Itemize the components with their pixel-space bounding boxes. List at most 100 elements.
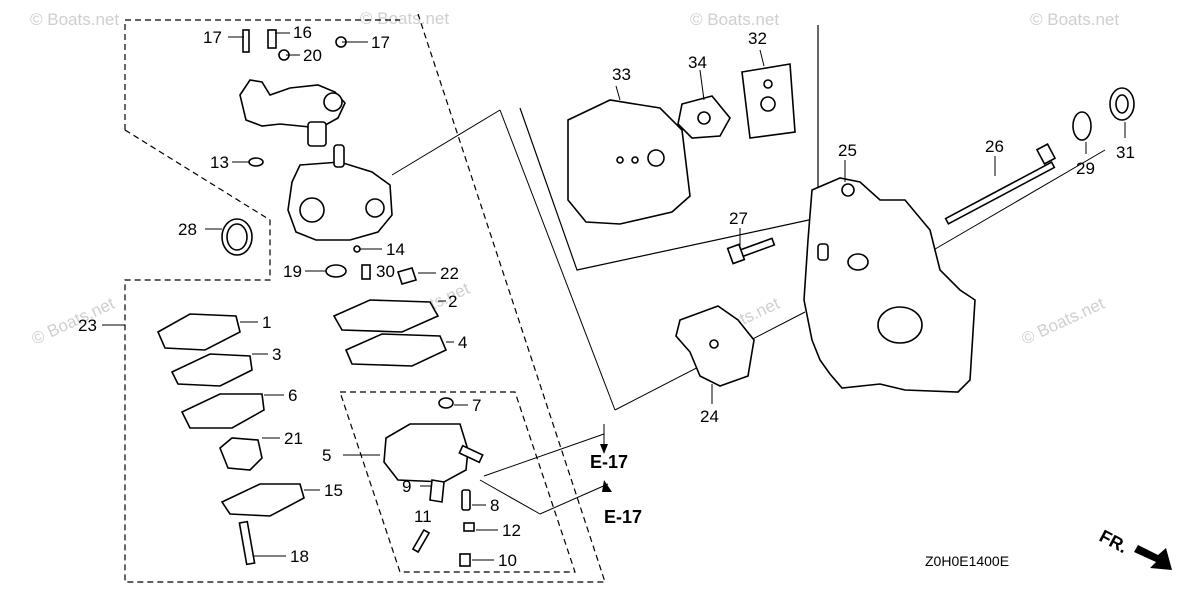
- reference-arrows: [479, 424, 612, 515]
- gasket-1: [156, 313, 241, 351]
- arrow-head: [600, 444, 608, 454]
- arrow-head: [602, 480, 612, 492]
- callout-32: 32: [748, 29, 767, 48]
- bracket-port: [847, 253, 869, 271]
- callout-17: 17: [371, 33, 390, 52]
- gasket-group-boundary: [519, 25, 819, 271]
- pin-11: [411, 528, 431, 554]
- callout-25: 25: [838, 141, 857, 160]
- watermark: © Boats.net: [30, 10, 119, 29]
- gasket-33-hole-small: [616, 156, 624, 164]
- pin-30: [361, 264, 371, 280]
- carburetor-body-5: [383, 423, 469, 483]
- bolt-26-head: [1035, 143, 1057, 165]
- choke-lever-bracket: [239, 79, 346, 129]
- diaphragm-3: [170, 353, 253, 387]
- callout-22: 22: [440, 264, 459, 283]
- front-direction-indicator: FR.: [1096, 526, 1172, 570]
- leader-line: [391, 109, 501, 176]
- callout-8: 8: [490, 496, 499, 515]
- gasket-24-hole: [709, 339, 719, 349]
- bracket-chamber: [877, 306, 923, 344]
- leader-line: [499, 109, 616, 411]
- callout-31: 31: [1116, 143, 1135, 162]
- screw-19: [325, 264, 347, 278]
- callout-18: 18: [290, 547, 309, 566]
- callout-1: 1: [262, 313, 271, 332]
- gasket-33-hole-small: [631, 156, 639, 164]
- reference-e17-lower[interactable]: E-17: [604, 507, 642, 527]
- bracket-body: [803, 177, 976, 393]
- callout-12: 12: [502, 521, 521, 540]
- group-boundaries: [124, 13, 1106, 583]
- jet-14: [353, 245, 361, 253]
- watermark: © Boats.net: [1030, 10, 1119, 29]
- diaphragm-4: [344, 333, 448, 367]
- needle-8: [461, 489, 471, 511]
- washer-29: [1072, 111, 1092, 141]
- air-cleaner-bracket-25: [803, 177, 976, 393]
- callout-34: 34: [688, 53, 707, 72]
- callout-3: 3: [272, 345, 281, 364]
- front-marker-label: FR.: [1096, 526, 1131, 557]
- carburetor-bore: [299, 197, 325, 223]
- plate-34-hole: [697, 111, 711, 125]
- throttle-shaft: [307, 121, 327, 147]
- callout-9: 9: [402, 477, 411, 496]
- callout-24: 24: [700, 407, 719, 426]
- cover-15: [220, 483, 305, 517]
- carburetor-port: [365, 198, 385, 218]
- primer-bulb-21: [219, 437, 263, 471]
- callout-leaders: [102, 32, 1126, 561]
- screw-10: [459, 553, 471, 567]
- bolt-27-shank: [738, 237, 776, 258]
- pump-cover-6: [180, 393, 265, 429]
- gasket-2: [332, 299, 440, 333]
- gasket-33-hole: [647, 149, 665, 167]
- clip-13: [248, 157, 264, 167]
- callout-7: 7: [472, 396, 481, 415]
- subassembly-5-parts: [383, 397, 484, 567]
- carburetor-body-upper: [239, 29, 393, 241]
- plug-22: [396, 267, 418, 285]
- callout-19: 19: [283, 262, 302, 281]
- callout-10: 10: [498, 551, 517, 570]
- callout-33: 33: [612, 65, 631, 84]
- reference-e17-upper[interactable]: E-17: [590, 452, 628, 472]
- carburetor-assembly-boundary: [124, 13, 606, 583]
- small-parts-left: [221, 218, 418, 285]
- gasket-33: [567, 99, 691, 225]
- watermark: © Boats.net: [1019, 294, 1108, 349]
- front-arrow-icon: [1134, 545, 1172, 570]
- callout-26: 26: [985, 137, 1004, 156]
- carburetor-assembly-boundary: [124, 19, 400, 130]
- gasket-stack: [156, 299, 448, 566]
- bracket-hole: [841, 183, 855, 197]
- callout-labels: 17 16 17 20 13 28 14 19 30 22 2 4 23 1 3…: [78, 23, 1135, 570]
- screw-18: [238, 520, 256, 566]
- callout-2: 2: [448, 292, 457, 311]
- callout-16: 16: [293, 23, 312, 42]
- callout-4: 4: [458, 333, 467, 352]
- callout-28: 28: [178, 220, 197, 239]
- carburetor-nozzle: [333, 144, 345, 168]
- carburetor-body-subassembly-boundary: [339, 391, 576, 573]
- callout-14: 14: [386, 240, 405, 259]
- o-ring-28-inner: [226, 223, 248, 251]
- plug-7: [438, 397, 454, 409]
- callout-13: 13: [210, 153, 229, 172]
- watermark: © Boats.net: [690, 10, 779, 29]
- callout-6: 6: [288, 386, 297, 405]
- watermark: © Boats.net: [29, 294, 118, 349]
- callout-15: 15: [324, 481, 343, 500]
- drawing-code: Z0H0E1400E: [925, 553, 1009, 569]
- callout-23: 23: [78, 316, 97, 335]
- washer-31-inner: [1115, 94, 1129, 114]
- spring-9: [429, 479, 445, 503]
- bracket-boss: [817, 243, 829, 261]
- callout-21: 21: [284, 429, 303, 448]
- screw-17: [242, 29, 250, 53]
- insulator-32-hole: [760, 96, 776, 112]
